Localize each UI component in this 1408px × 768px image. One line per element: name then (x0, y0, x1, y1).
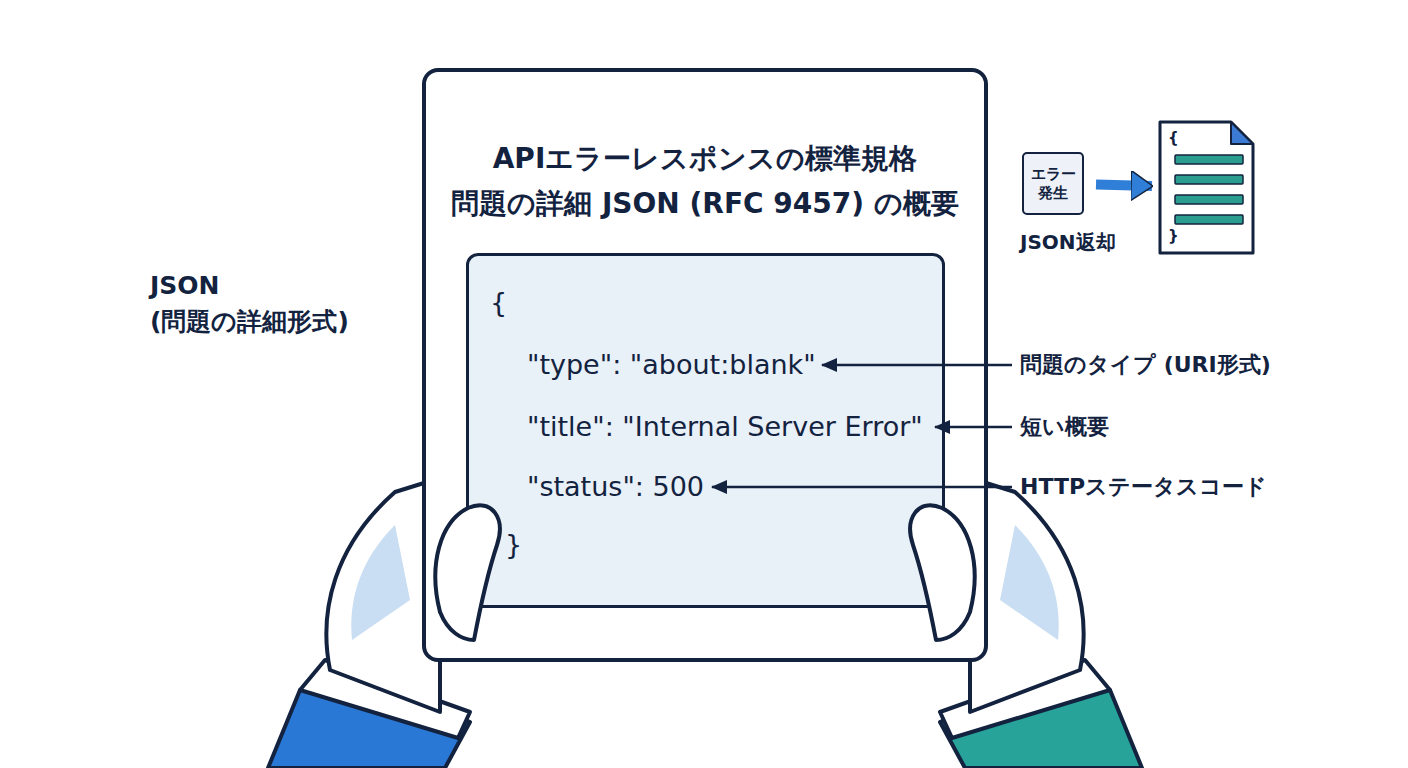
brace-text: { (1168, 128, 1179, 148)
callout-label: HTTPステータスコード (1020, 472, 1320, 502)
callout-label: 問題のタイプ (URI形式) (1020, 350, 1320, 380)
document-line (1175, 215, 1243, 224)
box-label: エラー 発生 (1026, 165, 1080, 203)
diagram-title: APIエラーレスポンスの標準規格 問題の詳細 JSON (RFC 9457) の… (445, 136, 965, 226)
document-line (1175, 175, 1243, 184)
leader-line (822, 364, 1012, 367)
connector-group (1096, 185, 1152, 186)
left-palm-shade (351, 525, 410, 640)
code-box: { "type": "about:blank" "title": "Internal… (466, 253, 945, 608)
leader-lines (712, 365, 1012, 487)
leader-line (935, 426, 1012, 429)
code-line: } (505, 528, 522, 562)
right-palm-shade (1000, 525, 1059, 640)
paper-sheet (424, 70, 986, 660)
code-line: "title": "Internal Server Error" (527, 410, 923, 444)
code-line: "type": "about:blank" (527, 348, 816, 382)
document-line (1175, 155, 1243, 164)
code-line: { (490, 286, 507, 320)
flow-arrow (1096, 185, 1152, 186)
side-label: JSON (問題の詳細形式) (150, 268, 400, 340)
icon-caption: JSON返却 (1020, 228, 1170, 256)
document-icon: {} (1158, 120, 1255, 255)
document-fold (1231, 122, 1253, 144)
code-line: "status": 500 (527, 470, 704, 504)
document-page (1160, 122, 1253, 253)
document-line (1175, 195, 1243, 204)
left-thumb (435, 505, 499, 640)
right-thumb (910, 505, 974, 640)
callout-label: 短い概要 (1020, 412, 1320, 442)
process-box: エラー 発生 (1022, 152, 1084, 215)
brace-text: } (1168, 226, 1179, 246)
leader-line (712, 486, 1012, 489)
